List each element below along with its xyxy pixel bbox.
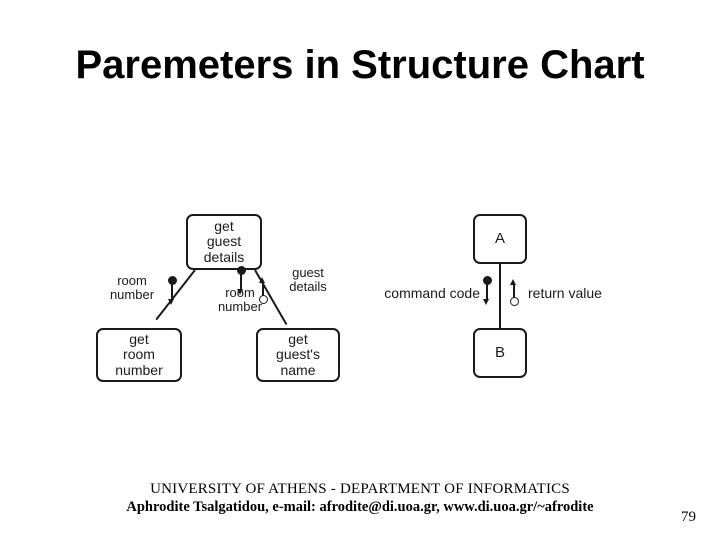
couple-stem-room-number-center (240, 274, 242, 290)
page-title: Paremeters in Structure Chart (75, 43, 645, 87)
couple-arrow-guest-details (259, 277, 266, 283)
couple-stem-command-code (486, 284, 488, 300)
box-a: A (473, 214, 527, 264)
structure-chart-diagram: get guest details get room number get gu… (90, 200, 650, 400)
couple-circle-guest-details (258, 295, 268, 304)
couple-stem-guest-details (262, 282, 264, 298)
couple-stem-room-number-left (171, 284, 173, 300)
label-room-number-left: room number (109, 273, 155, 302)
box-get-guests-name: get guest's name (256, 328, 340, 382)
connector-a-to-b (499, 264, 501, 328)
box-get-guest-details: get guest details (186, 214, 262, 270)
couple-arrow-room-number-left (168, 299, 175, 305)
label-guest-details: guest details (289, 265, 327, 294)
box-b: B (473, 328, 527, 378)
box-get-room-number: get room number (96, 328, 182, 382)
couple-arrow-return-value (510, 279, 517, 285)
couple-circle-room-number-center (236, 266, 246, 275)
couple-circle-return-value (509, 297, 519, 306)
footer: UNIVERSITY OF ATHENS - DEPARTMENT OF INF… (0, 481, 720, 516)
couple-arrow-command-code (483, 299, 490, 305)
page-number: 79 (681, 509, 696, 525)
couple-stem-return-value (513, 284, 515, 300)
couple-circle-room-number-left (167, 276, 177, 285)
label-command-code: command code (384, 285, 480, 301)
couple-circle-command-code (482, 276, 492, 285)
footer-author: Aphrodite Tsalgatidou, e-mail: afrodite@… (126, 499, 594, 515)
couple-arrow-room-number-center (237, 289, 244, 295)
footer-university: UNIVERSITY OF ATHENS - DEPARTMENT OF INF… (150, 481, 570, 497)
label-return-value: return value (528, 285, 602, 301)
